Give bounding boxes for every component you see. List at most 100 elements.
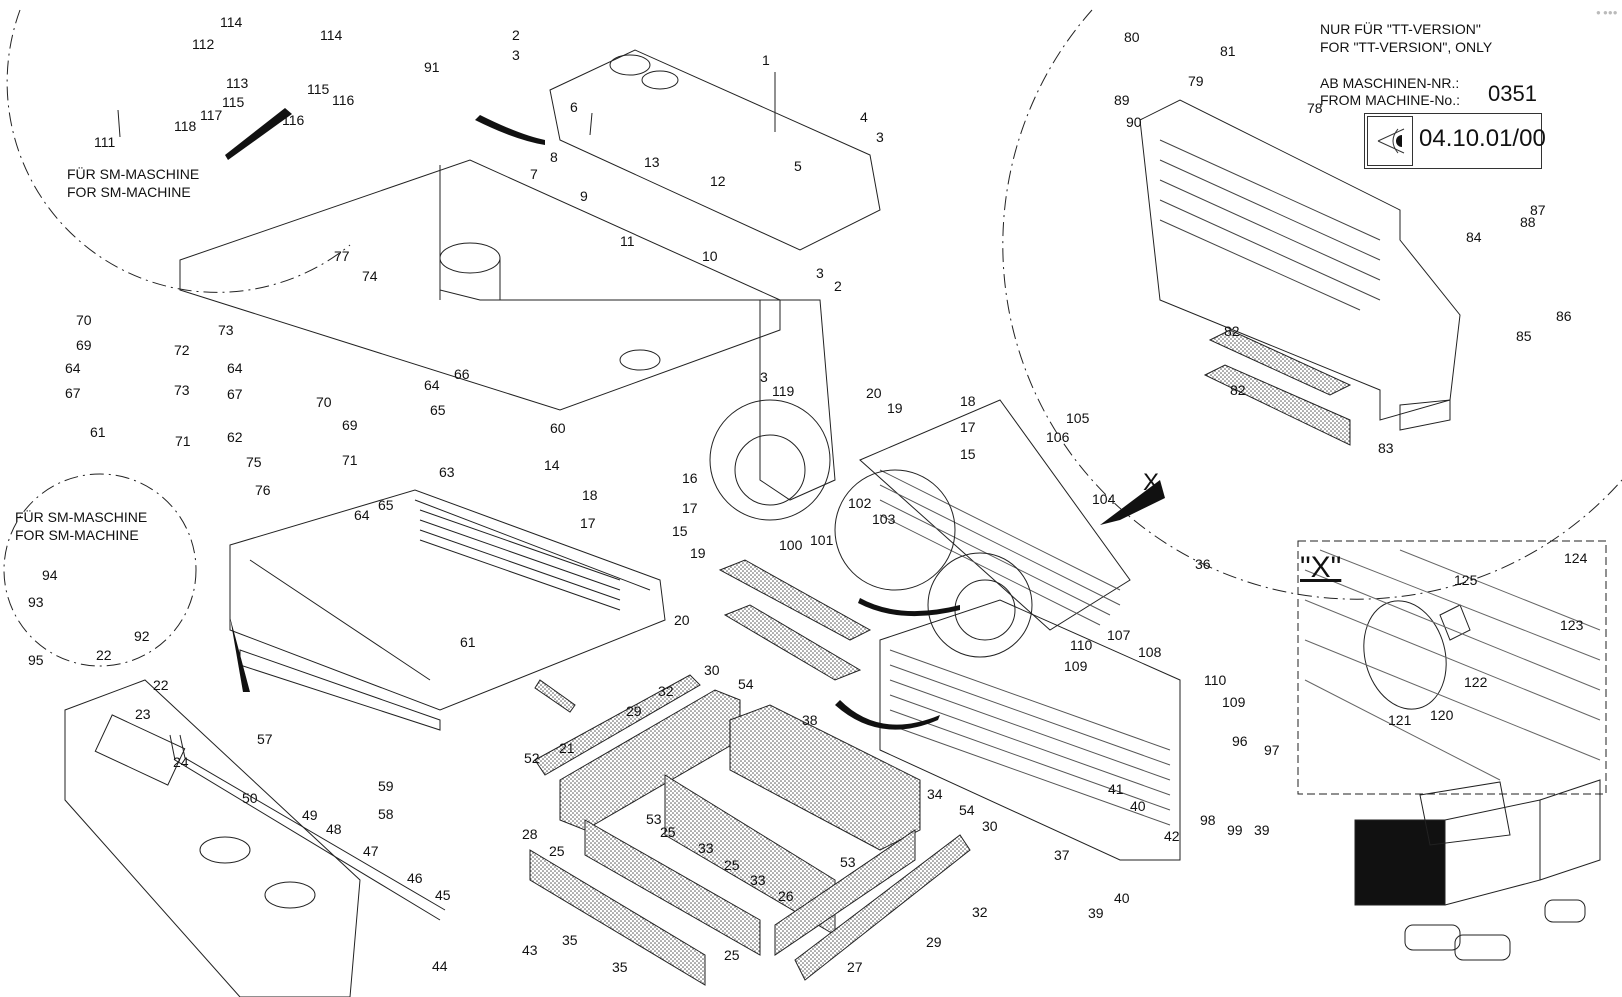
part-callout-41[interactable]: 41 <box>1108 781 1124 797</box>
part-callout-114[interactable]: 114 <box>320 27 343 43</box>
part-callout-43[interactable]: 43 <box>522 942 538 958</box>
part-callout-71[interactable]: 71 <box>175 433 191 449</box>
part-callout-65[interactable]: 65 <box>378 497 394 513</box>
part-callout-64[interactable]: 64 <box>65 360 81 376</box>
part-callout-70[interactable]: 70 <box>76 312 92 328</box>
part-callout-60[interactable]: 60 <box>550 420 566 436</box>
part-callout-4[interactable]: 4 <box>860 109 868 125</box>
part-callout-116[interactable]: 116 <box>332 92 355 108</box>
part-callout-30[interactable]: 30 <box>704 662 720 678</box>
part-callout-115[interactable]: 115 <box>307 81 330 97</box>
part-callout-75[interactable]: 75 <box>246 454 262 470</box>
part-callout-6[interactable]: 6 <box>570 99 578 115</box>
part-callout-66[interactable]: 66 <box>454 366 470 382</box>
part-callout-70[interactable]: 70 <box>316 394 332 410</box>
part-callout-37[interactable]: 37 <box>1054 847 1070 863</box>
part-callout-96[interactable]: 96 <box>1232 733 1248 749</box>
part-callout-79[interactable]: 79 <box>1188 73 1204 89</box>
part-callout-110[interactable]: 110 <box>1204 672 1227 688</box>
part-callout-32[interactable]: 32 <box>658 683 674 699</box>
part-callout-93[interactable]: 93 <box>28 594 44 610</box>
part-callout-17[interactable]: 17 <box>960 419 976 435</box>
part-callout-3[interactable]: 3 <box>876 129 884 145</box>
part-callout-39[interactable]: 39 <box>1254 822 1270 838</box>
part-callout-116[interactable]: 116 <box>282 112 305 128</box>
part-callout-111[interactable]: 111 <box>94 134 116 150</box>
part-callout-110[interactable]: 110 <box>1070 637 1093 653</box>
part-callout-44[interactable]: 44 <box>432 958 448 974</box>
part-callout-20[interactable]: 20 <box>674 612 690 628</box>
part-callout-82[interactable]: 82 <box>1224 323 1240 339</box>
part-callout-33[interactable]: 33 <box>698 840 714 856</box>
part-callout-120[interactable]: 120 <box>1430 707 1454 723</box>
part-callout-121[interactable]: 121 <box>1388 712 1412 728</box>
part-callout-15[interactable]: 15 <box>960 446 976 462</box>
part-callout-91[interactable]: 91 <box>424 59 440 75</box>
part-callout-80[interactable]: 80 <box>1124 29 1140 45</box>
part-callout-24[interactable]: 24 <box>173 754 189 770</box>
part-callout-81[interactable]: 81 <box>1220 43 1236 59</box>
part-callout-25[interactable]: 25 <box>549 843 565 859</box>
part-callout-106[interactable]: 106 <box>1046 429 1070 445</box>
part-callout-54[interactable]: 54 <box>959 802 975 818</box>
part-callout-71[interactable]: 71 <box>342 452 358 468</box>
part-callout-52[interactable]: 52 <box>524 750 540 766</box>
part-callout-47[interactable]: 47 <box>363 843 379 859</box>
part-callout-64[interactable]: 64 <box>424 377 440 393</box>
part-callout-67[interactable]: 67 <box>65 385 81 401</box>
part-callout-94[interactable]: 94 <box>42 567 58 583</box>
part-callout-117[interactable]: 117 <box>200 107 223 123</box>
part-callout-25[interactable]: 25 <box>724 857 740 873</box>
part-callout-14[interactable]: 14 <box>544 457 560 473</box>
part-callout-36[interactable]: 36 <box>1195 556 1211 572</box>
part-callout-25[interactable]: 25 <box>724 947 740 963</box>
part-callout-102[interactable]: 102 <box>848 495 872 511</box>
part-callout-84[interactable]: 84 <box>1466 229 1482 245</box>
part-callout-30[interactable]: 30 <box>982 818 998 834</box>
part-callout-104[interactable]: 104 <box>1092 491 1116 507</box>
part-callout-39[interactable]: 39 <box>1088 905 1104 921</box>
part-callout-69[interactable]: 69 <box>342 417 358 433</box>
part-callout-5[interactable]: 5 <box>794 158 802 174</box>
part-callout-34[interactable]: 34 <box>927 786 943 802</box>
part-callout-15[interactable]: 15 <box>672 523 688 539</box>
part-callout-114[interactable]: 114 <box>220 14 243 30</box>
part-callout-22[interactable]: 22 <box>153 677 169 693</box>
part-callout-58[interactable]: 58 <box>378 806 394 822</box>
part-callout-50[interactable]: 50 <box>242 790 258 806</box>
part-callout-21[interactable]: 21 <box>559 740 575 756</box>
part-callout-35[interactable]: 35 <box>612 959 628 975</box>
part-callout-119[interactable]: 119 <box>772 383 795 399</box>
part-callout-62[interactable]: 62 <box>227 429 243 445</box>
part-callout-74[interactable]: 74 <box>362 268 378 284</box>
part-callout-25[interactable]: 25 <box>660 824 676 840</box>
part-callout-3[interactable]: 3 <box>760 369 768 385</box>
part-callout-63[interactable]: 63 <box>439 464 455 480</box>
part-callout-85[interactable]: 85 <box>1516 328 1532 344</box>
part-callout-53[interactable]: 53 <box>840 854 856 870</box>
part-callout-122[interactable]: 122 <box>1464 674 1488 690</box>
part-callout-101[interactable]: 101 <box>810 532 834 548</box>
part-callout-27[interactable]: 27 <box>847 959 863 975</box>
part-callout-83[interactable]: 83 <box>1378 440 1394 456</box>
view-reference-box[interactable]: 04.10.01/00 <box>1364 113 1546 169</box>
part-callout-73[interactable]: 73 <box>218 322 234 338</box>
part-callout-40[interactable]: 40 <box>1130 798 1146 814</box>
part-callout-59[interactable]: 59 <box>378 778 394 794</box>
part-callout-112[interactable]: 112 <box>192 36 215 52</box>
part-callout-97[interactable]: 97 <box>1264 742 1280 758</box>
part-callout-11[interactable]: 11 <box>620 233 635 249</box>
part-callout-17[interactable]: 17 <box>682 500 698 516</box>
part-callout-42[interactable]: 42 <box>1164 828 1180 844</box>
part-callout-118[interactable]: 118 <box>174 118 197 134</box>
part-callout-100[interactable]: 100 <box>779 537 803 553</box>
part-callout-109[interactable]: 109 <box>1064 658 1088 674</box>
part-callout-77[interactable]: 77 <box>334 248 350 264</box>
part-callout-107[interactable]: 107 <box>1107 627 1131 643</box>
part-callout-90[interactable]: 90 <box>1126 114 1142 130</box>
part-callout-125[interactable]: 125 <box>1454 572 1478 588</box>
part-callout-19[interactable]: 19 <box>887 400 903 416</box>
part-callout-61[interactable]: 61 <box>90 424 106 440</box>
part-callout-38[interactable]: 38 <box>802 712 818 728</box>
part-callout-12[interactable]: 12 <box>710 173 726 189</box>
